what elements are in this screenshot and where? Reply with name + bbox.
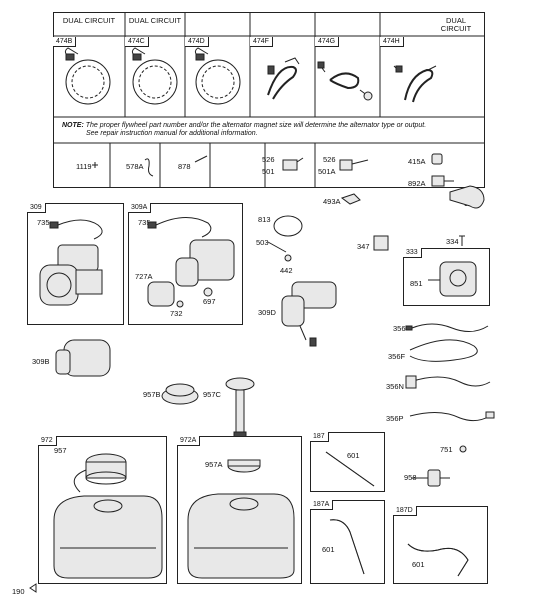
box-label-972a: 972A: [177, 436, 201, 446]
fuel-line-box-187a: [310, 500, 385, 584]
box-label-309a: 309A: [128, 203, 152, 213]
part-label-957: 957: [54, 446, 67, 455]
box-label-333: 333: [403, 248, 422, 258]
part-label-892a: 892A: [408, 179, 426, 188]
note-line-1: The proper flywheel part number and/or t…: [85, 122, 427, 129]
part-label-190: 190: [12, 587, 25, 596]
alternator-header-1: DUAL CIRCUIT: [62, 16, 116, 25]
part-label-309b: 309B: [32, 357, 50, 366]
part-label-356: 356: [393, 324, 406, 333]
part-label-878: 878: [178, 162, 191, 171]
note-prefix: NOTE:: [62, 122, 84, 129]
part-label-578a: 578A: [126, 162, 144, 171]
part-label-501a: 501A: [318, 167, 336, 176]
part-label-957b: 957B: [143, 390, 161, 399]
part-label-356p: 356P: [386, 414, 404, 423]
part-label-415a: 415A: [408, 157, 426, 166]
part-label-732: 732: [170, 309, 183, 318]
part-label-356f: 356F: [388, 352, 406, 361]
part-label-309d: 309D: [258, 308, 276, 317]
part-label-958: 958: [404, 473, 417, 482]
part-label-697: 697: [203, 297, 216, 306]
part-label-442: 442: [280, 266, 293, 275]
alternator-code-474f: 474F: [250, 37, 273, 47]
box-label-187a: 187A: [310, 500, 334, 510]
alternator-header-6: DUAL CIRCUIT: [440, 16, 472, 33]
alternator-header-2: DUAL CIRCUIT: [128, 16, 182, 25]
alternator-code-474b: 474B: [53, 37, 77, 47]
part-label-601-a: 601: [347, 451, 360, 460]
alternator-code-474g: 474G: [315, 37, 340, 47]
part-label-526-b: 526: [323, 155, 336, 164]
part-label-1119: 1119: [76, 162, 92, 171]
box-label-187: 187: [310, 432, 329, 442]
part-label-813: 813: [258, 215, 271, 224]
part-label-735-a: 735: [37, 218, 50, 227]
part-label-957c: 957C: [203, 390, 221, 399]
part-label-751: 751: [440, 445, 453, 454]
alternator-note: NOTE: The proper flywheel part number an…: [62, 122, 482, 138]
part-label-727a: 727A: [135, 272, 153, 281]
box-label-972: 972: [38, 436, 57, 446]
part-label-501: 501: [262, 167, 275, 176]
part-label-493a: 493A: [323, 197, 341, 206]
part-label-601-c: 601: [412, 560, 425, 569]
part-label-356n: 356N: [386, 382, 404, 391]
part-label-957a: 957A: [205, 460, 223, 469]
part-label-735-b: 735: [138, 218, 151, 227]
alternator-code-474d: 474D: [185, 37, 209, 47]
part-label-601-b: 601: [322, 545, 335, 554]
alternator-code-474h: 474H: [380, 37, 404, 47]
fuel-line-box-187: [310, 432, 385, 492]
part-label-347: 347: [357, 242, 370, 251]
box-label-187d: 187D: [393, 506, 417, 516]
part-label-526-a: 526: [262, 155, 275, 164]
box-label-309: 309: [27, 203, 46, 213]
part-label-851: 851: [410, 279, 423, 288]
note-line-2: See repair instruction manual for additi…: [86, 130, 258, 138]
part-label-334: 334: [446, 237, 459, 246]
alternator-code-474c: 474C: [125, 37, 149, 47]
part-label-503: 503: [256, 238, 269, 247]
